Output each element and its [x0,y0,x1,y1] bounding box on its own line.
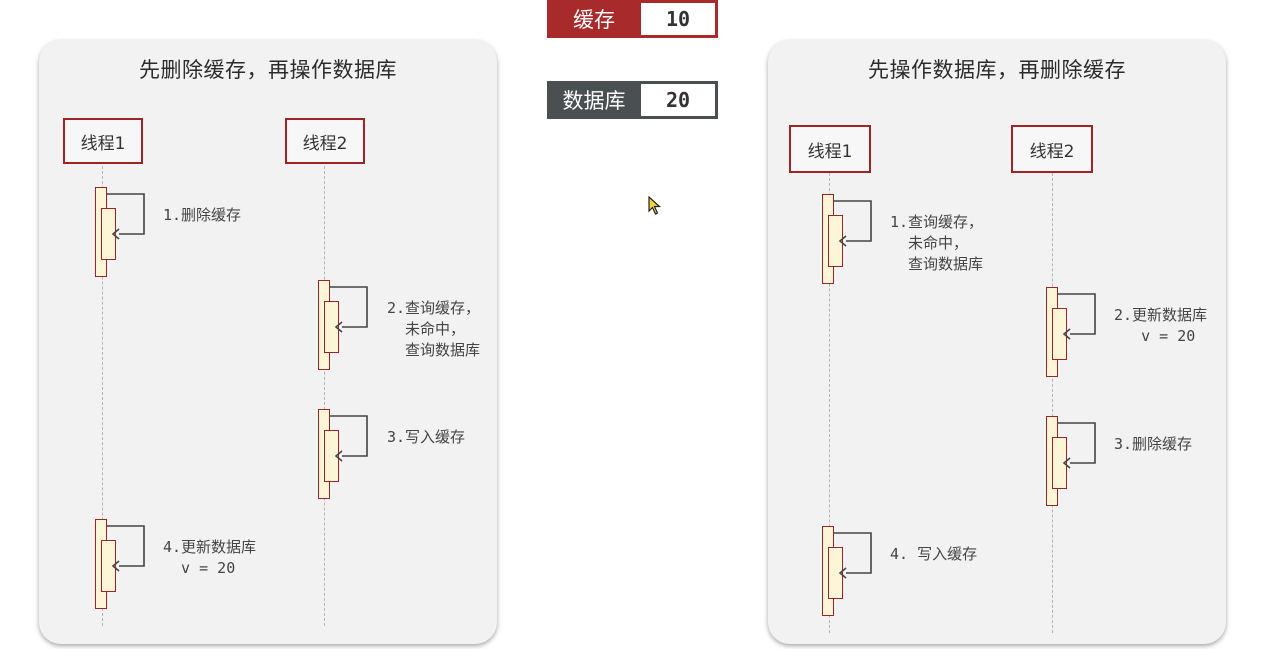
left-thread1-lifeline [102,166,103,626]
right-step1-activation-inner [828,215,843,267]
left-diagram-panel: 先删除缓存，再操作数据库 线程1 线程2 1.删除缓存 2.查询缓存， 未命中，… [39,40,497,644]
cache-legend: 缓存 10 [547,0,718,38]
left-thread2-box: 线程2 [285,118,365,164]
right-step1-label: 1.查询缓存， 未命中， 查询数据库 [890,213,984,273]
left-panel-title: 先删除缓存，再操作数据库 [139,58,397,82]
db-legend: 数据库 20 [547,81,718,119]
left-step4-self-arrow [107,525,145,572]
right-step2-activation-inner [1052,308,1067,360]
cache-legend-value: 10 [641,3,715,35]
right-step2-label: 2.更新数据库 v = 20 [1114,306,1208,345]
right-step3-self-arrow [1058,422,1096,469]
left-thread2-lifeline [324,166,325,626]
cache-legend-label: 缓存 [573,8,615,32]
right-step1-self-arrow [834,200,872,247]
left-step2-label: 2.查询缓存， 未命中， 查询数据库 [387,299,481,359]
right-step2-self-arrow [1058,293,1096,340]
left-step2-activation-inner [324,301,339,353]
right-thread1-lifeline [829,173,830,633]
left-step1-self-arrow [107,193,145,240]
right-panel-title: 先操作数据库，再删除缓存 [868,58,1126,82]
right-thread2-box: 线程2 [1011,125,1093,173]
left-step2-self-arrow [330,286,368,333]
left-step3-activation-inner [324,430,339,482]
left-thread1-box: 线程1 [63,118,143,164]
right-step4-label: 4. 写入缓存 [890,545,978,563]
left-step4-label: 4.更新数据库 v = 20 [163,538,257,577]
db-legend-value: 20 [641,84,715,116]
right-diagram-panel: 先操作数据库，再删除缓存 线程1 线程2 1.查询缓存， 未命中， 查询数据库 … [768,40,1226,644]
mouse-pointer-icon [648,196,662,215]
right-thread2-lifeline [1052,173,1053,633]
right-step3-label: 3.删除缓存 [1114,435,1193,453]
db-legend-label: 数据库 [562,89,626,113]
right-step4-self-arrow [834,532,872,579]
right-thread1-box: 线程1 [789,125,871,173]
left-step1-activation-inner [101,208,116,260]
left-step3-self-arrow [330,415,368,462]
left-step3-label: 3.写入缓存 [387,428,466,446]
right-step4-activation-inner [828,547,843,599]
left-step4-activation-inner [101,540,116,592]
left-step1-label: 1.删除缓存 [163,206,242,224]
right-step3-activation-inner [1052,437,1067,489]
